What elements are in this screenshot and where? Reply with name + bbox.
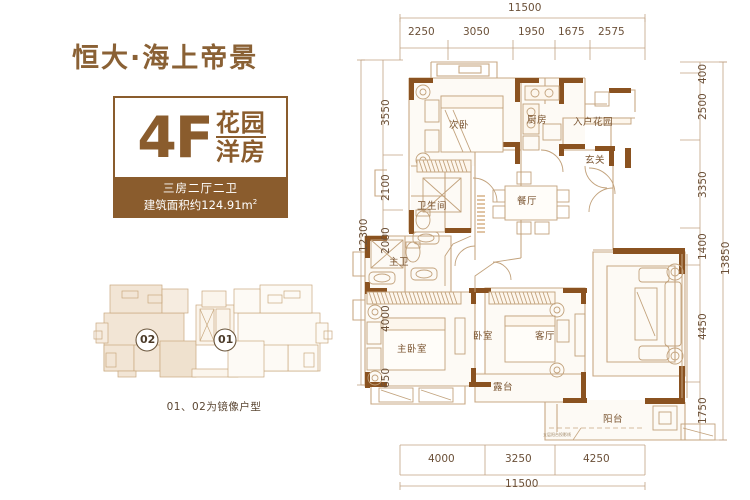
badge-floor-label: 4F [137, 104, 214, 171]
keyplan-unit-02-label: 02 [140, 333, 156, 346]
dim-bottom-seg-1: 4000 [428, 453, 455, 465]
badge-top-section: 4F 花园 洋房 [115, 98, 286, 177]
floorplan-drawing [352, 14, 727, 490]
door-swings [444, 149, 616, 292]
balcony-projection-note: 五层阳台投影线 [543, 432, 571, 437]
room-label-bedroom: 卧室 [473, 331, 494, 342]
badge-room-count: 三房二厅二卫 [163, 181, 238, 196]
dim-top-seg-3: 1950 [518, 26, 545, 38]
badge-word-stack: 花园 洋房 [215, 109, 266, 166]
structural-walls [365, 78, 685, 404]
furniture [366, 84, 716, 441]
room-label-master-bedroom: 主卧室 [397, 344, 428, 355]
room-label-bathroom: 卫生间 [417, 201, 448, 212]
dim-bottom-seg-2: 3250 [505, 453, 532, 465]
badge-bottom-section: 三房二厅二卫 建筑面积约124.91m2 [115, 177, 286, 216]
left-info-panel: 恒大·海上帝景 4F 花园 洋房 三房二厅二卫 建筑面积约124.91m2 [0, 0, 345, 500]
dim-bottom-seg-3: 4250 [583, 453, 610, 465]
dim-right-seg-1: 400 [697, 63, 709, 84]
dim-top-seg-1: 2250 [408, 26, 435, 38]
room-label-balcony: 阳台 [603, 414, 624, 425]
room-label-dining-room: 餐厅 [517, 196, 538, 207]
room-label-kitchen: 厨房 [527, 115, 548, 126]
keyplan: 02 01 [88, 283, 340, 383]
room-label-master-bathroom: 主卫 [389, 257, 410, 268]
dim-left-seg-3: 2000 [380, 227, 392, 254]
badge-word-line2: 洋房 [215, 136, 266, 166]
dim-right-total: 13850 [720, 241, 732, 275]
room-label-foyer: 玄关 [585, 155, 606, 166]
dim-left-seg-1: 3550 [380, 99, 392, 126]
dim-left-seg-2: 2100 [380, 174, 392, 201]
dim-left-total: 12300 [358, 218, 370, 252]
dim-right-seg-4: 1400 [697, 233, 709, 260]
page-title: 恒大·海上帝景 [72, 43, 259, 74]
unit-type-badge: 4F 花园 洋房 三房二厅二卫 建筑面积约124.91m2 [113, 96, 288, 218]
dim-right-seg-3: 3350 [697, 171, 709, 198]
keyplan-caption: 01、02为镜像户型 [166, 401, 262, 413]
dim-left-seg-5: 650 [380, 367, 392, 388]
room-label-living-room: 客厅 [535, 331, 556, 342]
room-label-secondary-bedroom: 次卧 [449, 120, 470, 131]
keyplan-svg [93, 284, 333, 378]
dim-right-seg-6: 1750 [697, 397, 709, 424]
dim-top-seg-5: 2575 [598, 26, 625, 38]
dim-right-seg-2: 2500 [697, 93, 709, 120]
badge-area-text: 建筑面积约124.91m [143, 197, 253, 212]
floorplan-panel: 11500 2250 3050 1950 1675 2575 12300 355… [345, 0, 750, 500]
dim-bottom-total: 11500 [505, 478, 539, 490]
badge-word-line1: 花园 [215, 109, 266, 137]
dim-right-seg-5: 4450 [697, 313, 709, 340]
dim-top-total: 11500 [508, 2, 542, 14]
room-label-terrace: 露台 [493, 382, 514, 393]
room-label-entry-garden: 入户花园 [573, 117, 614, 128]
dim-top-seg-4: 1675 [558, 26, 585, 38]
keyplan-unit-01-label: 01 [218, 333, 234, 346]
thin-walls [352, 61, 686, 441]
badge-area-label: 建筑面积约124.91m2 [144, 195, 257, 212]
badge-area-superscript: 2 [252, 198, 258, 207]
dim-top-seg-2: 3050 [463, 26, 490, 38]
dim-left-seg-4: 4000 [380, 305, 392, 332]
